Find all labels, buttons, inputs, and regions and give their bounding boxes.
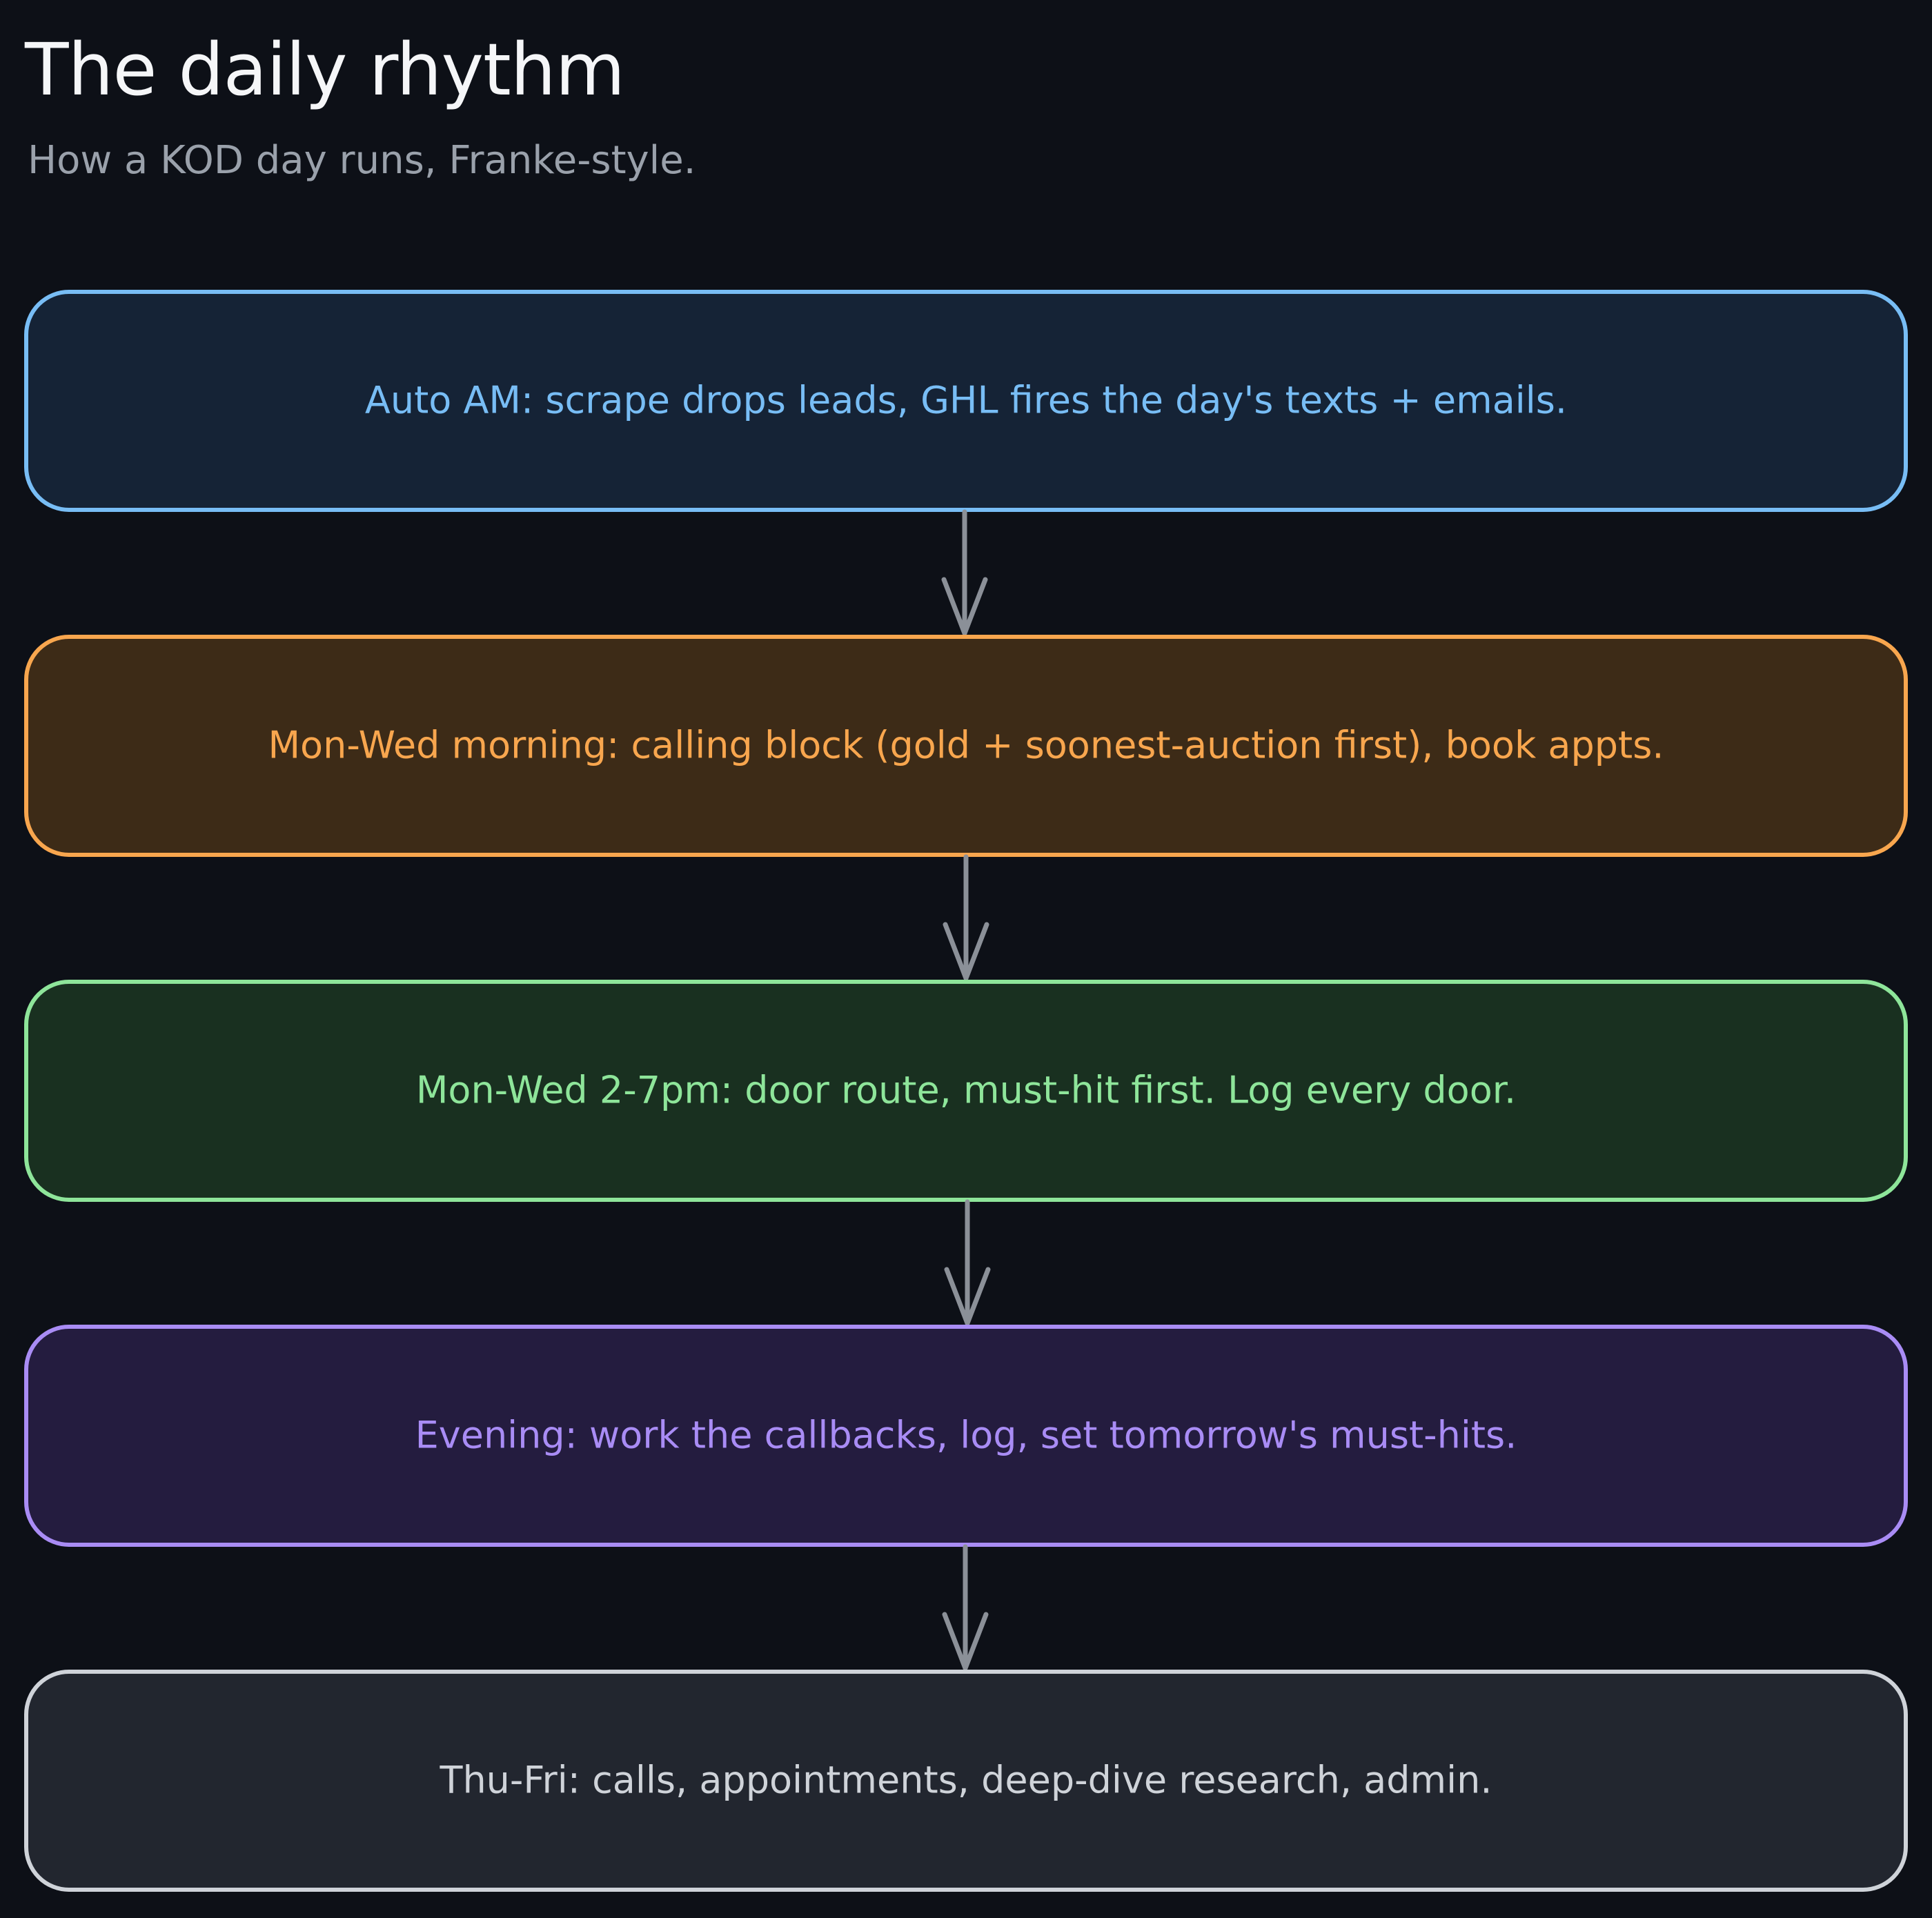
arrowhead-icon [943, 922, 989, 981]
step-label: Mon-Wed 2-7pm: door route, must-hit firs… [416, 1069, 1516, 1112]
flow-arrow-2 [943, 854, 989, 981]
step-label: Auto AM: scrape drops leads, GHL fires t… [365, 379, 1567, 422]
flow-arrow-3 [944, 1199, 991, 1326]
flow-arrow-1 [941, 509, 988, 636]
step-box-shape [24, 1670, 1908, 1892]
step-box-door-route: Mon-Wed 2-7pm: door route, must-hit firs… [24, 980, 1908, 1202]
diagram-title: The daily rhythm [25, 28, 625, 112]
arrowhead-icon [942, 1612, 989, 1671]
step-box-evening: Evening: work the callbacks, log, set to… [24, 1325, 1908, 1547]
step-box-calling-block: Mon-Wed morning: calling block (gold + s… [24, 635, 1908, 857]
step-box-shape [24, 980, 1908, 1202]
step-label: Evening: work the callbacks, log, set to… [415, 1414, 1517, 1457]
step-box-auto-am: Auto AM: scrape drops leads, GHL fires t… [24, 290, 1908, 512]
step-label: Thu-Fri: calls, appointments, deep-dive … [439, 1759, 1492, 1802]
arrowhead-icon [941, 577, 988, 636]
flow-arrow-4 [942, 1544, 989, 1671]
step-label: Mon-Wed morning: calling block (gold + s… [268, 724, 1664, 767]
diagram-subtitle: How a KOD day runs, Franke-style. [28, 138, 696, 183]
step-box-thu-fri: Thu-Fri: calls, appointments, deep-dive … [24, 1670, 1908, 1892]
step-box-shape [24, 290, 1908, 512]
arrowhead-icon [944, 1267, 991, 1326]
